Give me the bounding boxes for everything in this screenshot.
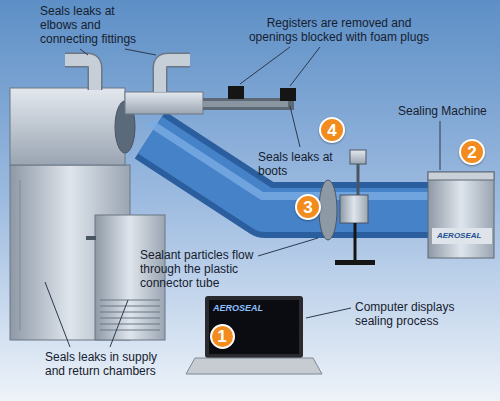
main-duct <box>150 123 440 210</box>
logo-text: AEROSEAL <box>437 231 481 241</box>
callout-label: Sealing Machine <box>398 104 487 118</box>
callout-circle: 4 <box>319 117 345 143</box>
callout-number: 1 <box>217 328 226 345</box>
injector-device <box>319 150 375 265</box>
callout-circle: 1 <box>210 324 235 349</box>
laptop <box>186 296 322 374</box>
callout-label: Registers are removed and openings block… <box>245 16 433 44</box>
callout-label: Sealant particles flow through the plast… <box>140 248 270 290</box>
callout-label: Seals leaks at elbows and connecting fit… <box>40 4 148 46</box>
callout-number: 2 <box>467 144 476 161</box>
callout-number: 4 <box>327 122 336 139</box>
logo-text: AEROSEAL <box>213 303 263 314</box>
callout-circle: 2 <box>459 139 485 165</box>
callout-label: Seals leaks at boots <box>258 150 342 178</box>
callout-label: Computer displays sealing process <box>355 300 473 328</box>
callout-circle: 3 <box>295 194 321 220</box>
sealing-machine <box>428 172 494 258</box>
callout-label: Seals leaks in supply and return chamber… <box>45 350 170 378</box>
furnace <box>10 88 165 340</box>
callout-number: 3 <box>303 199 312 216</box>
